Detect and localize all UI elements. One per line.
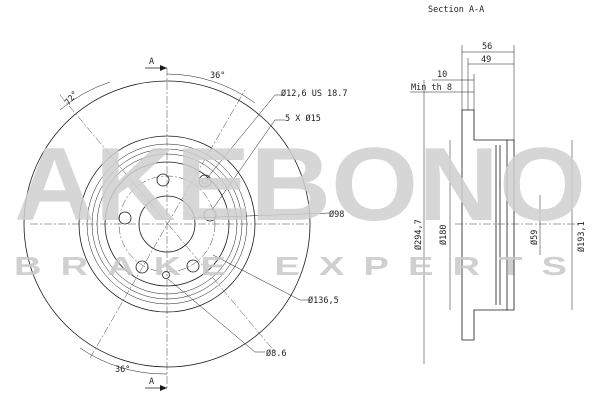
dim-bore-diameter: Ø59 — [529, 230, 540, 245]
dim-outer-diameter: Ø294,7 — [413, 219, 424, 250]
angle-arc-top — [166, 73, 256, 104]
callout-center-bore: Ø98 — [329, 209, 344, 220]
callout-bolt-pattern: 5 X Ø15 — [285, 113, 321, 124]
bolt-hole — [156, 173, 170, 187]
callout-pcd: Ø136,5 — [308, 295, 339, 306]
bolt-hole — [186, 259, 200, 273]
angle-arc-bottom — [79, 347, 168, 375]
dim-min-thickness: Min th 8 — [411, 83, 452, 93]
center-line-diagonal — [89, 89, 246, 359]
bolt-hole — [198, 174, 212, 188]
bolt-hole-inner — [201, 177, 209, 185]
dim-hat-diameter: Ø193,1 — [576, 221, 587, 252]
dim-overall-height: 56 — [482, 42, 492, 52]
leader-stud-hole — [206, 94, 285, 179]
dim-inner-diameter: Ø180 — [438, 225, 449, 245]
dim-thickness: 10 — [437, 70, 447, 80]
leader-center-bore — [191, 212, 331, 219]
angle-bottom-label: 36° — [115, 365, 130, 375]
section-mark-bottom: A — [149, 377, 154, 387]
bolt-hole — [203, 208, 217, 222]
leader-pcd — [212, 254, 310, 301]
logo-tagline: BRAKE EXPERTS — [14, 251, 586, 281]
angle-arc-left — [59, 81, 111, 111]
section-mark-top: A — [149, 57, 154, 67]
leader-bolt-pattern — [211, 119, 285, 211]
bolt-hole — [135, 260, 149, 274]
section-arrow-bottom — [160, 385, 167, 391]
angle-top-label: 36° — [210, 71, 225, 81]
front-view: A A 36° 72° 36° Ø12,6 US 18.7 5 X Ø15 Ø9… — [23, 57, 348, 391]
disc-section-profile — [461, 109, 515, 341]
logo-wordmark: AKEBONO — [14, 127, 586, 243]
callout-small-hole: Ø8.6 — [266, 348, 286, 359]
callout-stud-hole: Ø12,6 US 18.7 — [281, 88, 348, 99]
brand-watermark: AKEBONO BRAKE EXPERTS — [14, 127, 586, 281]
small-hole — [162, 271, 170, 279]
dim-hub-height: 49 — [481, 55, 491, 65]
angle-left-label: 72° — [63, 89, 81, 107]
leader-small-hole — [167, 278, 265, 353]
section-title: Section A-A — [428, 5, 484, 15]
section-arrow-top — [160, 65, 167, 71]
section-view: Section A-A 56 49 10 Min th 8 Ø294,7 Ø18… — [410, 5, 587, 364]
